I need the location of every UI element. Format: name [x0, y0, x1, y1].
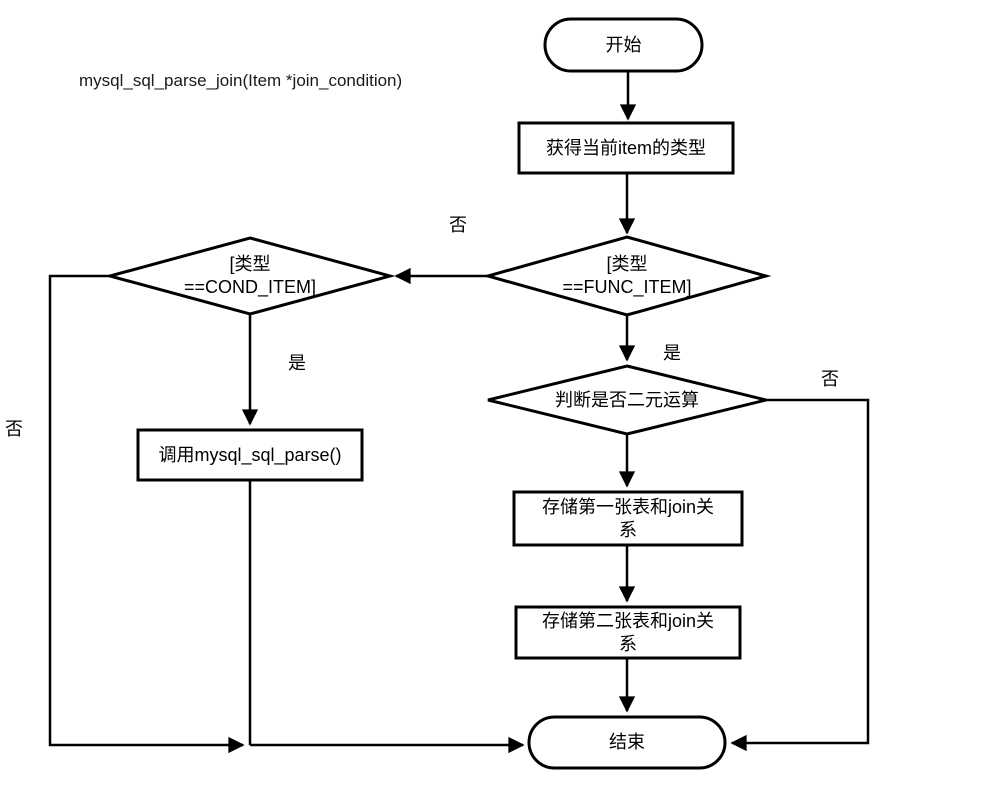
store-second-table-box-shape [514, 605, 742, 660]
get-item-type-box-shape [517, 121, 735, 175]
end-node-label: 结束 [609, 732, 645, 752]
cond-item-yes-branch-label: 是 [288, 353, 306, 373]
function-signature-title: mysql_sql_parse_join(Item *join_conditio… [79, 71, 403, 90]
get-item-type-label: 获得当前item的类型 [545, 137, 706, 158]
func-item-decision-shape [482, 235, 772, 317]
func-item-decision-label: [类型 ==FUNC_ITEM] [562, 254, 692, 297]
func-item-no-branch-label: 否 [449, 215, 467, 235]
cond-item-decision-label: [类型 ==COND_ITEM] [183, 254, 317, 297]
call-parse-box-shape [136, 428, 364, 482]
start-node-label: 开始 [605, 34, 642, 55]
store-second-table-label: 存储第二张表和join关 系 [541, 610, 715, 654]
binary-op-no-branch-label: 否 [821, 369, 839, 389]
store-first-table-box-shape [512, 490, 744, 547]
cond-item-decision-shape [104, 236, 396, 316]
func-item-yes-branch-label: 是 [663, 343, 681, 363]
end-terminator-shape [527, 715, 727, 770]
store-first-table-label: 存储第一张表和join关 系 [541, 496, 715, 540]
edge-cond-no-loop-to-merge [48, 274, 245, 754]
cond-item-no-branch-label: 否 [5, 419, 23, 439]
edge-binary-no-to-end [730, 398, 870, 752]
binary-op-decision-label: 判断是否二元运算 [555, 389, 699, 410]
binary-op-decision-shape [487, 364, 767, 436]
start-terminator-shape [543, 17, 704, 73]
call-parse-label: 调用mysql_sql_parse() [158, 444, 342, 465]
